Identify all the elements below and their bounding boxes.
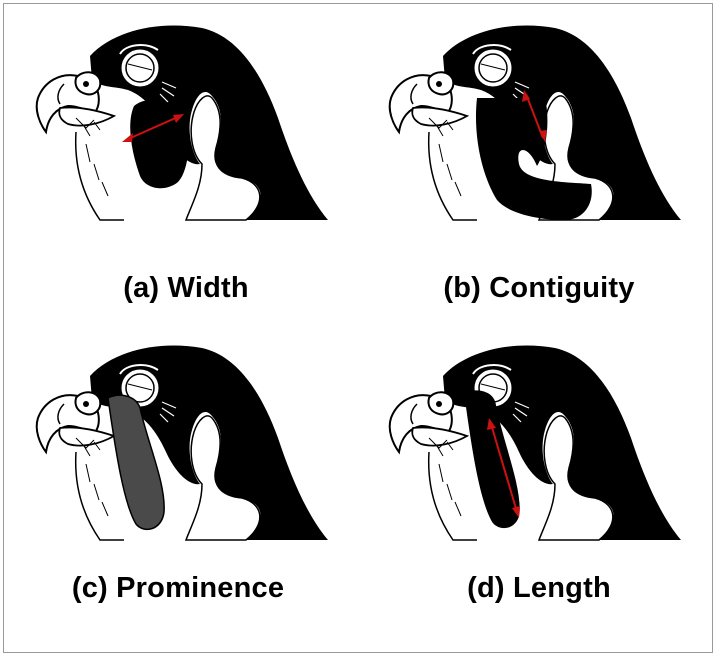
malar-stripe <box>130 99 189 189</box>
falcon-head-icon <box>35 344 330 542</box>
figure-frame: (a) Width (b) Contiguity (c) Prominence <box>3 3 713 653</box>
contiguity-arrow <box>525 93 544 139</box>
falcon-head-icon <box>16 14 356 244</box>
malar-stripe <box>475 98 592 220</box>
panel-contiguity: (b) Contiguity <box>369 14 709 324</box>
panel-prominence: (c) Prominence <box>16 334 356 644</box>
panel-label: (a) Width <box>123 272 249 304</box>
panel-label: (b) Contiguity <box>443 272 635 304</box>
panel-length: (d) Length <box>369 334 709 644</box>
length-arrow <box>490 423 518 513</box>
falcon-head-icon <box>388 344 683 542</box>
panel-label: (c) Prominence <box>71 572 285 604</box>
panel-width: (a) Width <box>16 14 356 324</box>
panel-label: (d) Length <box>467 572 611 604</box>
malar-stripe-faded <box>107 394 165 531</box>
falcon-head-icon <box>369 14 709 244</box>
width-arrow <box>125 115 181 141</box>
